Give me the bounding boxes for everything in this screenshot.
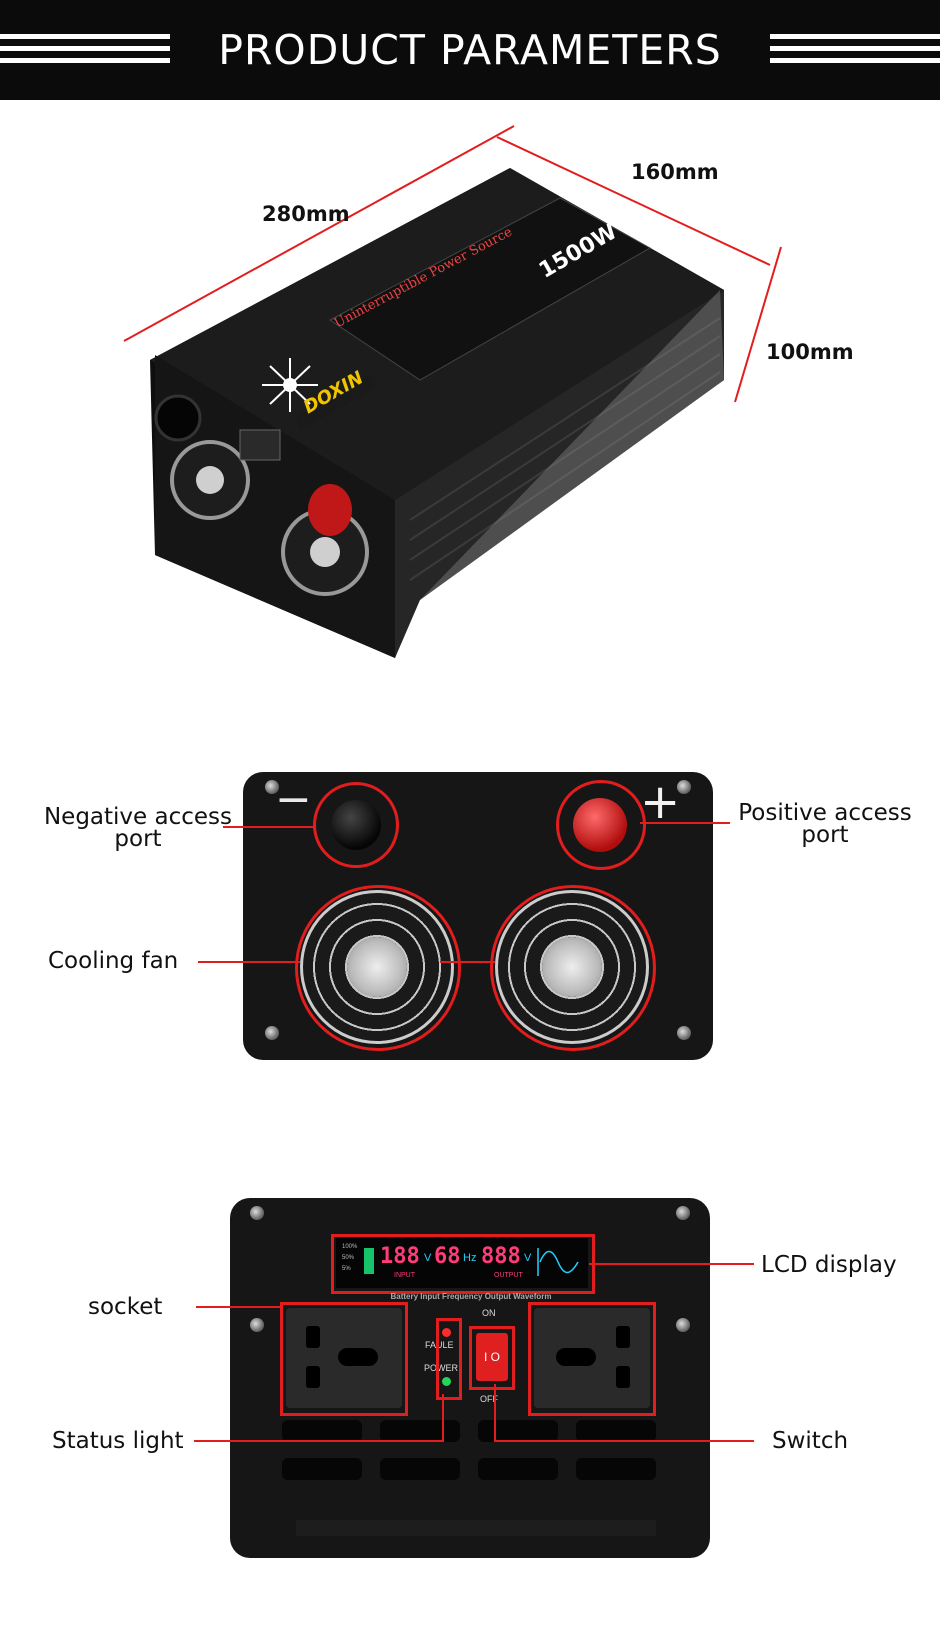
status-light-callout-line (194, 1440, 442, 1442)
screw (250, 1206, 264, 1220)
lcd-caption: Battery Input Frequency Output Waveform (390, 1292, 552, 1301)
vent (380, 1458, 460, 1480)
vent (478, 1458, 558, 1480)
length-label: 280mm (262, 202, 350, 226)
plus-symbol: + (640, 774, 681, 830)
frequency-value: 68 (434, 1244, 461, 1269)
screw (265, 1026, 279, 1040)
fan-left-highlight (295, 885, 461, 1051)
minus-symbol: − (275, 774, 312, 825)
cooling-fan-label: Cooling fan (48, 948, 179, 974)
switch-on-label: ON (482, 1308, 496, 1318)
positive-port-label: Positive access port (738, 800, 912, 848)
output-label: OUTPUT (494, 1272, 523, 1279)
socket-right-highlight (528, 1302, 656, 1416)
battery-levels: 100% 50% 5% (342, 1244, 358, 1272)
positive-port-highlight (556, 780, 646, 870)
status-light-label: Status light (52, 1428, 184, 1454)
negative-port-label: Negative access port (43, 804, 233, 852)
width-dimension-line (496, 136, 771, 266)
output-voltage: 888 (481, 1244, 521, 1269)
switch-label: Switch (772, 1428, 849, 1454)
negative-callout-line (223, 826, 315, 828)
screw (676, 1206, 690, 1220)
heatsink-fins (409, 317, 721, 581)
lcd-display-label: LCD display (761, 1252, 897, 1278)
inverter-side (395, 290, 724, 658)
header-decor-right (770, 34, 940, 66)
fault-label: FAULE (425, 1340, 454, 1350)
vent (282, 1420, 362, 1442)
vent (282, 1458, 362, 1480)
power-led (442, 1377, 451, 1386)
screw (677, 1026, 691, 1040)
width-label: 160mm (631, 160, 719, 184)
fan-right-highlight (490, 885, 656, 1051)
lcd-screen: 100% 50% 5% 188 V 68 Hz 888 V INPUT OUTP… (336, 1238, 588, 1288)
switch-callout-line (494, 1440, 754, 1442)
input-label: INPUT (394, 1272, 415, 1279)
input-unit: V (424, 1252, 432, 1264)
page-title: PRODUCT PARAMETERS (218, 26, 722, 74)
vent (576, 1420, 656, 1442)
positive-terminal (308, 484, 352, 536)
battery-icon (364, 1248, 374, 1274)
product-illustration (123, 125, 782, 658)
fan-callout-line (198, 961, 300, 963)
positive-callout-line (640, 822, 730, 824)
lcd-callout-line (589, 1263, 754, 1265)
mounting-bracket (296, 1520, 656, 1536)
power-inlet (239, 429, 281, 461)
vent (380, 1420, 460, 1442)
lcd-highlight (331, 1234, 595, 1294)
socket-left-highlight (280, 1302, 408, 1416)
screw (676, 1318, 690, 1332)
header-decor-left (0, 34, 170, 66)
waveform-icon (537, 1248, 579, 1276)
length-dimension-line (123, 125, 515, 342)
status-light-callout-drop (442, 1394, 444, 1442)
switch-callout-drop (494, 1384, 496, 1442)
status-light-highlight (436, 1318, 462, 1400)
height-dimension-line (734, 246, 782, 403)
frequency-unit: Hz (463, 1252, 477, 1264)
screw (265, 780, 279, 794)
switch-off-label: OFF (480, 1394, 498, 1404)
socket-label: socket (88, 1294, 163, 1320)
power-switch[interactable]: I O (476, 1333, 508, 1381)
switch-highlight (469, 1326, 515, 1390)
header-bar: PRODUCT PARAMETERS (0, 0, 940, 100)
height-label: 100mm (766, 340, 854, 364)
power-label: POWER (424, 1363, 459, 1373)
screw (250, 1318, 264, 1332)
fault-led (442, 1328, 451, 1337)
vent (576, 1458, 656, 1480)
input-voltage: 188 (380, 1244, 420, 1269)
socket-left (286, 1308, 402, 1408)
negative-terminal (154, 394, 202, 442)
vent (478, 1420, 558, 1442)
socket-callout-line (196, 1306, 282, 1308)
screw (677, 780, 691, 794)
fan-link-line (440, 961, 495, 963)
output-unit: V (524, 1252, 532, 1264)
negative-port-highlight (313, 782, 399, 868)
socket-right (534, 1308, 650, 1408)
